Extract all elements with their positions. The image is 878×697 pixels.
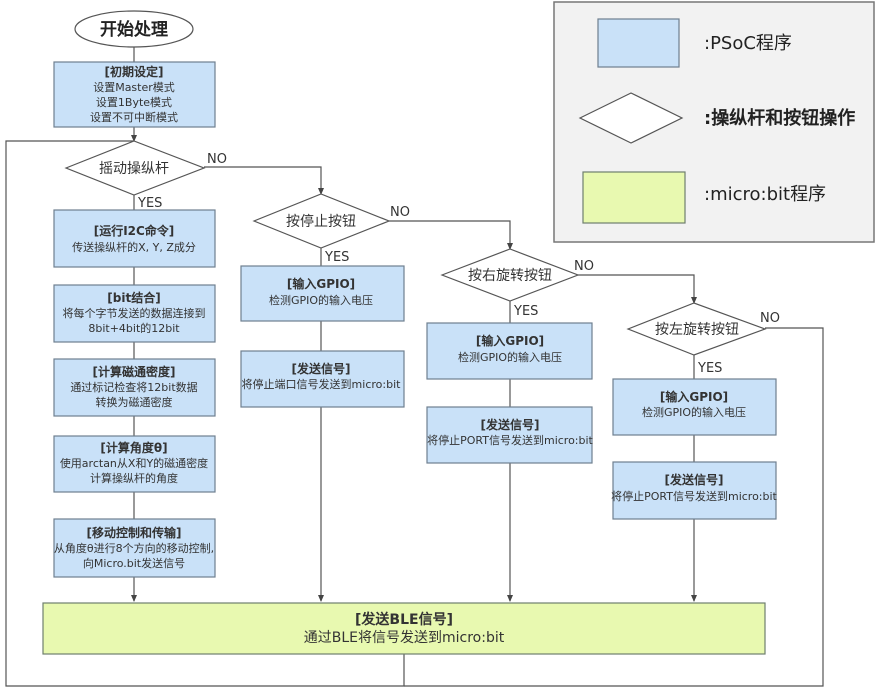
legend-decision-label: :操纵杆和按钮操作 — [704, 107, 855, 129]
connectors — [5, 47, 824, 687]
no-label: NO — [207, 152, 227, 167]
step-move-control: [移动控制和传输] 从角度θ进行8个方向的移动控制, 向Micro.bit发送信… — [53, 518, 216, 578]
step-title: [运行I2C命令] — [94, 223, 175, 238]
decision-stop-label: 按停止按钮 — [286, 213, 356, 230]
init-line: 设置Master模式 — [93, 81, 175, 94]
step-title: [输入GPIO] — [660, 389, 728, 404]
init-line: 设置1Byte模式 — [96, 96, 172, 109]
no-label: NO — [760, 311, 780, 326]
left-signal-box: [发送信号] 将停止PORT信号发送到micro:bit — [611, 461, 778, 520]
ble-body: 通过BLE将信号发送到micro:bit — [304, 630, 505, 646]
step-line: 向Micro.bit发送信号 — [83, 556, 185, 570]
left-gpio-box: [输入GPIO] 检测GPIO的输入电压 — [612, 378, 777, 436]
decision-joystick — [64, 140, 206, 196]
decision-right-rotate-label: 按右旋转按钮 — [468, 268, 552, 284]
step-line: 将停止端口信号发送到micro:bit — [242, 377, 402, 391]
step-line: 从角度θ进行8个方向的移动控制, — [54, 541, 214, 555]
legend-diamond-swatch — [578, 92, 684, 144]
step-line: 转换为磁通密度 — [96, 395, 173, 409]
right-signal-box: [发送信号] 将停止PORT信号发送到micro:bit — [426, 406, 594, 464]
decision-left-rotate-label: 按左旋转按钮 — [655, 322, 739, 338]
step-flux-density: [计算磁通密度] 通过标记检查将12bit数据 转换为磁通密度 — [53, 358, 216, 417]
step-title: [计算磁通密度] — [93, 364, 176, 379]
yes-label: YES — [697, 361, 722, 376]
decision-right-rotate — [440, 248, 580, 302]
ble-title: [发送BLE信号] — [355, 611, 453, 628]
right-gpio-box: [输入GPIO] 检测GPIO的输入电压 — [426, 322, 593, 380]
legend-microbit-swatch — [582, 171, 686, 224]
step-line: 检测GPIO的输入电压 — [269, 293, 373, 307]
yes-label: YES — [137, 196, 162, 211]
step-i2c: [运行I2C命令] 传送操纵杆的X, Y, Z成分 — [53, 209, 216, 268]
stop-signal-box: [发送信号] 将停止端口信号发送到micro:bit — [240, 350, 405, 408]
ble-box: [发送BLE信号] 通过BLE将信号发送到micro:bit — [42, 602, 766, 655]
decision-joystick-label: 摇动操纵杆 — [99, 161, 169, 177]
init-box: [初期设定] 设置Master模式 设置1Byte模式 设置不可中断模式 — [53, 61, 216, 128]
legend-psoc-label: :PSoC程序 — [704, 33, 792, 54]
init-title: [初期设定] — [105, 64, 164, 79]
step-line: 将每个字节发送的数据连接到 — [63, 306, 206, 320]
step-angle: [计算角度θ] 使用arctan从X和Y的磁通密度 计算操纵杆的角度 — [53, 435, 216, 493]
step-title: [输入GPIO] — [287, 276, 355, 291]
step-line: 检测GPIO的输入电压 — [458, 350, 562, 364]
decision-stop — [252, 193, 391, 249]
step-line: 将停止PORT信号发送到micro:bit — [427, 433, 593, 447]
step-title: [bit结合] — [107, 290, 160, 305]
step-bit-combine: [bit结合] 将每个字节发送的数据连接到 8bit+4bit的12bit — [53, 284, 216, 343]
step-title: [发送信号] — [292, 361, 351, 376]
no-label: NO — [390, 205, 410, 220]
step-line: 通过标记检查将12bit数据 — [70, 380, 197, 394]
start-terminal — [74, 10, 194, 48]
step-line: 使用arctan从X和Y的磁通密度 — [60, 456, 208, 470]
step-title: [计算角度θ] — [100, 440, 167, 455]
step-title: [移动控制和传输] — [87, 525, 182, 540]
decision-left-rotate — [626, 302, 767, 356]
step-title: [发送信号] — [481, 417, 540, 432]
no-label: NO — [574, 259, 594, 274]
step-line: 8bit+4bit的12bit — [88, 321, 180, 335]
start-label: 开始处理 — [100, 19, 168, 40]
legend-microbit-label: :micro:bit程序 — [704, 184, 826, 205]
legend: :PSoC程序 :操纵杆和按钮操作 :micro:bit程序 — [553, 1, 875, 243]
legend-psoc-swatch — [597, 18, 680, 68]
step-line: 传送操纵杆的X, Y, Z成分 — [72, 240, 196, 254]
init-line: 设置不可中断模式 — [90, 110, 178, 124]
stop-gpio-box: [输入GPIO] 检测GPIO的输入电压 — [240, 265, 405, 322]
yes-label: YES — [324, 250, 349, 265]
step-title: [发送信号] — [665, 472, 724, 487]
step-line: 检测GPIO的输入电压 — [642, 405, 746, 419]
yes-label: YES — [513, 304, 538, 319]
step-title: [输入GPIO] — [476, 333, 544, 348]
step-line: 计算操纵杆的角度 — [90, 471, 178, 485]
step-line: 将停止PORT信号发送到micro:bit — [611, 489, 777, 503]
